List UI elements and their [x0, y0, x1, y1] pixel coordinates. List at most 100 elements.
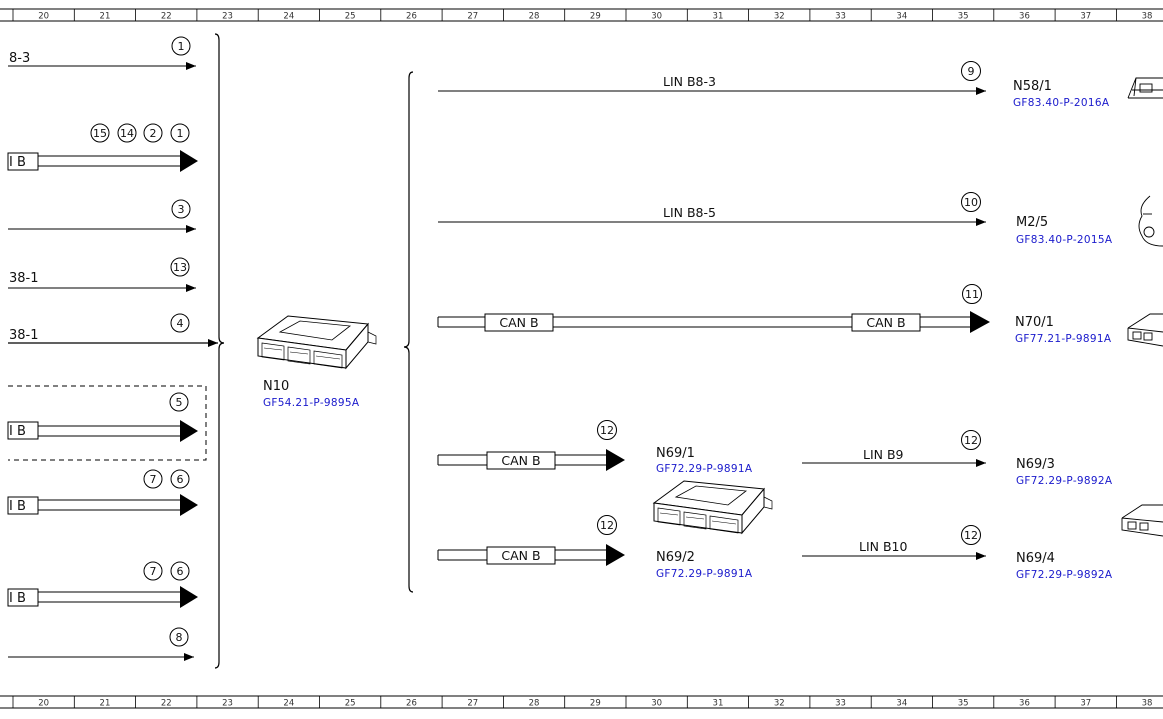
n70-1-ref[interactable]: GF77.21-P-9891A	[1015, 333, 1112, 345]
n69-2-label: N69/2	[656, 550, 695, 565]
ruler-column-label: 36	[1019, 699, 1030, 709]
ruler-column-label: 28	[529, 699, 540, 709]
ruler-column-label: 35	[958, 12, 969, 22]
ruler-column-label: 30	[651, 699, 662, 709]
callout-12d: 12	[964, 529, 978, 542]
ruler-column-label: 33	[835, 699, 846, 709]
n10-module-icon	[257, 315, 377, 369]
n58-1-label: N58/1	[1013, 79, 1052, 94]
callout-7a: 7	[150, 473, 157, 486]
left-incoming-lines: 8-3 1 I B 15 14 2 1 3 38-1 13 38-1 4	[7, 36, 218, 661]
ruler-column-label: 36	[1019, 12, 1030, 22]
ruler-column-label: 34	[896, 699, 907, 709]
ruler-column-label: 27	[467, 699, 478, 709]
n69-4-ref[interactable]: GF72.29-P-9892A	[1016, 569, 1113, 581]
left-line-label-5: 38-1	[9, 328, 39, 343]
n10-ref[interactable]: GF54.21-P-9895A	[263, 397, 360, 409]
n69-3-component-icon	[1121, 504, 1163, 537]
ruler-column-label: 32	[774, 12, 785, 22]
lin-b8-3-label: LIN B8-3	[663, 74, 716, 89]
n69-1-label: N69/1	[656, 446, 695, 461]
n69-2-ref[interactable]: GF72.29-P-9891A	[656, 568, 753, 580]
callout-3: 3	[178, 203, 185, 216]
n69-1-ref[interactable]: GF72.29-P-9891A	[656, 463, 753, 475]
callout-12b: 12	[600, 519, 614, 532]
ruler-column-label: 32	[774, 699, 785, 709]
callout-11: 11	[965, 288, 979, 301]
column-ruler-top: 20 21 22 23 24 25 26 27 28 29 30 31 32 33 34 35 36 37 38	[0, 8, 1163, 22]
n10-label: N10	[263, 379, 289, 394]
ruler-column-label: 33	[835, 12, 846, 22]
left-line-label-1: 8-3	[9, 51, 30, 66]
callout-7b: 7	[150, 565, 157, 578]
n58-1-ref[interactable]: GF83.40-P-2016A	[1013, 97, 1110, 109]
callout-12c: 12	[964, 434, 978, 447]
left-brace	[214, 33, 225, 669]
callout-5: 5	[176, 396, 183, 409]
ruler-column-label: 26	[406, 12, 417, 22]
ruler-column-label: 24	[283, 699, 294, 709]
can-b-n69-2-label: CAN B	[501, 548, 540, 563]
ruler-column-label: 29	[590, 699, 601, 709]
n70-1-component-icon	[1127, 313, 1163, 347]
m2-5-ref[interactable]: GF83.40-P-2015A	[1016, 234, 1113, 246]
n69-module-icon	[653, 480, 773, 534]
ruler-column-label: 25	[345, 12, 356, 22]
callout-2: 2	[150, 127, 157, 140]
n69-4-label: N69/4	[1016, 551, 1055, 566]
callout-6b: 6	[177, 565, 184, 578]
right-brace	[403, 71, 414, 593]
m2-5-label: M2/5	[1016, 215, 1048, 230]
ruler-column-label: 25	[345, 699, 356, 709]
left-line-label-2: I B	[9, 155, 26, 170]
ruler-column-label: 22	[161, 699, 172, 709]
ruler-column-label: 28	[529, 12, 540, 22]
n70-1-label: N70/1	[1015, 315, 1054, 330]
left-line-label-6: I B	[9, 424, 26, 439]
ruler-column-label: 31	[713, 12, 724, 22]
can-b-n69-1-label: CAN B	[501, 453, 540, 468]
n58-1-component-icon	[1127, 77, 1163, 99]
n69-3-label: N69/3	[1016, 457, 1055, 472]
ruler-column-label: 38	[1142, 12, 1153, 22]
ruler-column-label: 22	[161, 12, 172, 22]
lin-b10-label: LIN B10	[859, 539, 908, 554]
ruler-column-label: 24	[283, 12, 294, 22]
callout-4: 4	[177, 317, 184, 330]
ruler-column-label: 35	[958, 699, 969, 709]
callout-9: 9	[968, 65, 975, 78]
can-b-n70-label-b: CAN B	[866, 315, 905, 330]
ruler-column-label: 31	[713, 699, 724, 709]
ruler-column-label: 26	[406, 699, 417, 709]
ruler-column-label: 20	[38, 12, 49, 22]
m2-5-component-icon	[1138, 195, 1163, 247]
lin-b8-5-label: LIN B8-5	[663, 205, 716, 220]
callout-6a: 6	[177, 473, 184, 486]
callout-14: 14	[120, 127, 134, 140]
callout-8: 8	[176, 631, 183, 644]
ruler-column-label: 21	[100, 12, 111, 22]
callout-13: 13	[173, 261, 187, 274]
ruler-column-label: 37	[1080, 699, 1091, 709]
callout-12a: 12	[600, 424, 614, 437]
ruler-column-label: 30	[651, 12, 662, 22]
ruler-column-label: 34	[896, 12, 907, 22]
ruler-column-label: 21	[100, 699, 111, 709]
lin-b9-label: LIN B9	[863, 447, 904, 462]
ruler-column-label: 37	[1080, 12, 1091, 22]
n69-3-ref[interactable]: GF72.29-P-9892A	[1016, 475, 1113, 487]
ruler-column-label: 38	[1142, 699, 1153, 709]
callout-15: 15	[93, 127, 107, 140]
ruler-column-label: 23	[222, 12, 233, 22]
callout-1b: 1	[177, 127, 184, 140]
can-b-n70-label-a: CAN B	[499, 315, 538, 330]
ruler-column-label: 29	[590, 12, 601, 22]
right-outgoing-links: LIN B8-3 9 LIN B8-5 10 CAN B CAN B 11 CA…	[437, 61, 990, 566]
ruler-column-label: 23	[222, 699, 233, 709]
left-line-label-7: I B	[9, 499, 26, 514]
ruler-column-label: 20	[38, 699, 49, 709]
ruler-column-label: 27	[467, 12, 478, 22]
callout-10: 10	[964, 196, 978, 209]
callout-1a: 1	[178, 40, 185, 53]
